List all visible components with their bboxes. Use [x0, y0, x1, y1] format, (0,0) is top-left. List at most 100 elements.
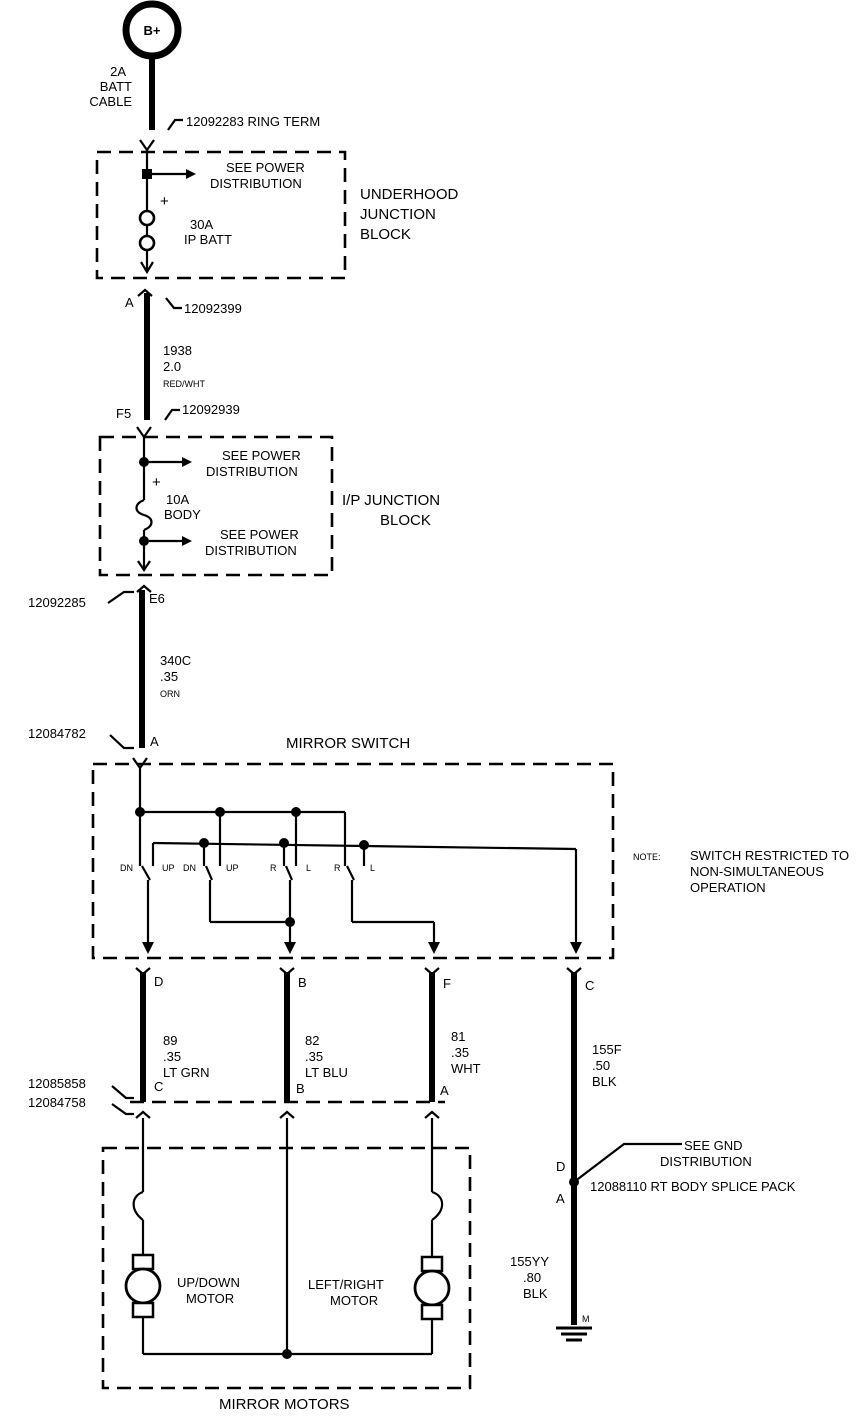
pin-b-switch: B — [298, 975, 307, 990]
wire-1938-gauge: 2.0 — [163, 359, 181, 374]
switch-note-label: NOTE: — [633, 852, 661, 862]
wire-82-gauge: .35 — [305, 1049, 323, 1064]
ip-see-power-2a: SEE POWER — [220, 527, 299, 542]
fuse-10a-icon — [135, 498, 153, 532]
ip-title-2: BLOCK — [380, 512, 431, 529]
underhood-power-arrow-icon — [186, 169, 196, 179]
wire-155yy-color: BLK — [523, 1286, 548, 1301]
wire-81-circuit: 81 — [451, 1029, 465, 1044]
wire-155f-circuit: 155F — [592, 1042, 622, 1057]
underhood-plus-sign: + — [160, 193, 169, 210]
conn-12085858-leader — [111, 1085, 134, 1100]
pin-d-switch: D — [154, 974, 163, 989]
ip-junction-block — [98, 435, 334, 577]
up-down-breaker-icon — [132, 1190, 144, 1221]
wire-82-circuit: 82 — [305, 1033, 319, 1048]
pin-f-switch: F — [443, 976, 451, 991]
switch-note-3: OPERATION — [690, 880, 766, 895]
wire-155yy-circuit: 155YY — [510, 1254, 549, 1269]
mirror-motors-circuit — [141, 1118, 434, 1359]
switch-contact-l-2: L — [370, 863, 375, 873]
wire-155f-color: BLK — [592, 1074, 617, 1089]
ip-see-power-1b: DISTRIBUTION — [206, 464, 298, 479]
wire-1938-circuit: 1938 — [163, 343, 192, 358]
ip-output-arrow-icon — [137, 560, 151, 572]
fuse-30a-top-icon — [138, 209, 156, 227]
underhood-junction-block — [95, 150, 347, 280]
conn-12092285-label: 12092285 — [28, 595, 86, 610]
fuse-10a-name: BODY — [164, 507, 201, 522]
pin-c-motor: C — [154, 1079, 163, 1094]
ip-see-power-2b: DISTRIBUTION — [205, 543, 297, 558]
ip-title-1: I/P JUNCTION — [342, 492, 440, 509]
mirror-switch-circuit — [135, 768, 582, 954]
conn-12084782-leader — [109, 734, 134, 750]
see-gnd-2: DISTRIBUTION — [660, 1154, 752, 1169]
underhood-input-terminal — [139, 139, 155, 152]
fuse-10a-rating: 10A — [166, 492, 189, 507]
ip-power-arrow-2-icon — [182, 536, 192, 546]
fuse-30a-name: IP BATT — [184, 232, 232, 247]
pin-f5: F5 — [116, 406, 131, 421]
underhood-splice-dot — [142, 169, 152, 179]
underhood-title-3: BLOCK — [360, 226, 411, 243]
ip-see-power-1a: SEE POWER — [222, 448, 301, 463]
left-right-motor-label-1: LEFT/RIGHT — [308, 1277, 384, 1292]
mirror-switch-title: MIRROR SWITCH — [286, 735, 410, 752]
ground-pin-m: M — [582, 1314, 590, 1324]
wire-81-color: WHT — [451, 1061, 481, 1076]
up-down-motor-label-2: MOTOR — [186, 1291, 234, 1306]
conn-12092285-leader — [107, 590, 134, 604]
wire-81-gauge: .35 — [451, 1045, 469, 1060]
battery-cable-line-3: CABLE — [89, 94, 132, 109]
fuse-30a-bottom-icon — [138, 234, 156, 252]
switch-contact-r-2: R — [334, 863, 341, 873]
switch-contact-up-1: UP — [162, 863, 175, 873]
conn-12084758-label: 12084758 — [28, 1095, 86, 1110]
underhood-title-1: UNDERHOOD — [360, 186, 459, 203]
switch-contact-dn-2: DN — [183, 863, 196, 873]
pin-a-motor: A — [440, 1083, 449, 1098]
pin-a-switch: A — [150, 734, 159, 749]
conn-12092399-leader — [165, 297, 182, 310]
switch-contact-dn-1: DN — [120, 863, 133, 873]
wire-340c-color: ORN — [160, 689, 180, 699]
pin-e6: E6 — [149, 591, 165, 606]
splice-pack-label: 12088110 RT BODY SPLICE PACK — [590, 1179, 796, 1194]
wire-340c-circuit: 340C — [160, 653, 191, 668]
switch-note-1: SWITCH RESTRICTED TO — [690, 848, 849, 863]
wire-1938-color: RED/WHT — [163, 379, 205, 389]
motor-connector-terminals — [135, 1110, 440, 1119]
wire-89-gauge: .35 — [163, 1049, 181, 1064]
see-gnd-1: SEE GND — [684, 1138, 743, 1153]
underhood-output-arrow-icon — [140, 261, 154, 275]
wire-89-circuit: 89 — [163, 1033, 177, 1048]
underhood-see-power-2: DISTRIBUTION — [210, 176, 302, 191]
underhood-see-power-1: SEE POWER — [226, 160, 305, 175]
ip-input-terminal — [136, 426, 152, 439]
conn-12084782-label: 12084782 — [28, 726, 86, 741]
wire-340c-gauge: .35 — [160, 669, 178, 684]
wire-155yy-gauge: .80 — [523, 1270, 541, 1285]
battery-terminal: B+ — [122, 0, 182, 60]
left-right-breaker-icon — [431, 1190, 444, 1221]
up-down-motor-label-1: UP/DOWN — [177, 1275, 240, 1290]
conn-12092939-leader — [164, 408, 180, 421]
left-right-motor-label-2: MOTOR — [330, 1293, 378, 1308]
switch-contact-up-2: UP — [226, 863, 239, 873]
wire-155f-gauge: .50 — [592, 1058, 610, 1073]
see-gnd-leader — [573, 1142, 682, 1183]
conn-12092399-label: 12092399 — [184, 301, 242, 316]
battery-label: B+ — [144, 23, 161, 38]
underhood-title-2: JUNCTION — [360, 206, 436, 223]
switch-contact-r-1: R — [270, 863, 277, 873]
switch-output-terminals — [135, 967, 582, 976]
ring-term-leader — [167, 118, 183, 131]
switch-note-2: NON-SIMULTANEOUS — [690, 864, 824, 879]
ip-splice-dot-2 — [139, 536, 149, 546]
switch-contact-l-1: L — [306, 863, 311, 873]
battery-cable-line-1: 2A — [110, 64, 126, 79]
fuse-30a-rating: 30A — [190, 217, 213, 232]
ip-power-arrow-1-icon — [182, 457, 192, 467]
